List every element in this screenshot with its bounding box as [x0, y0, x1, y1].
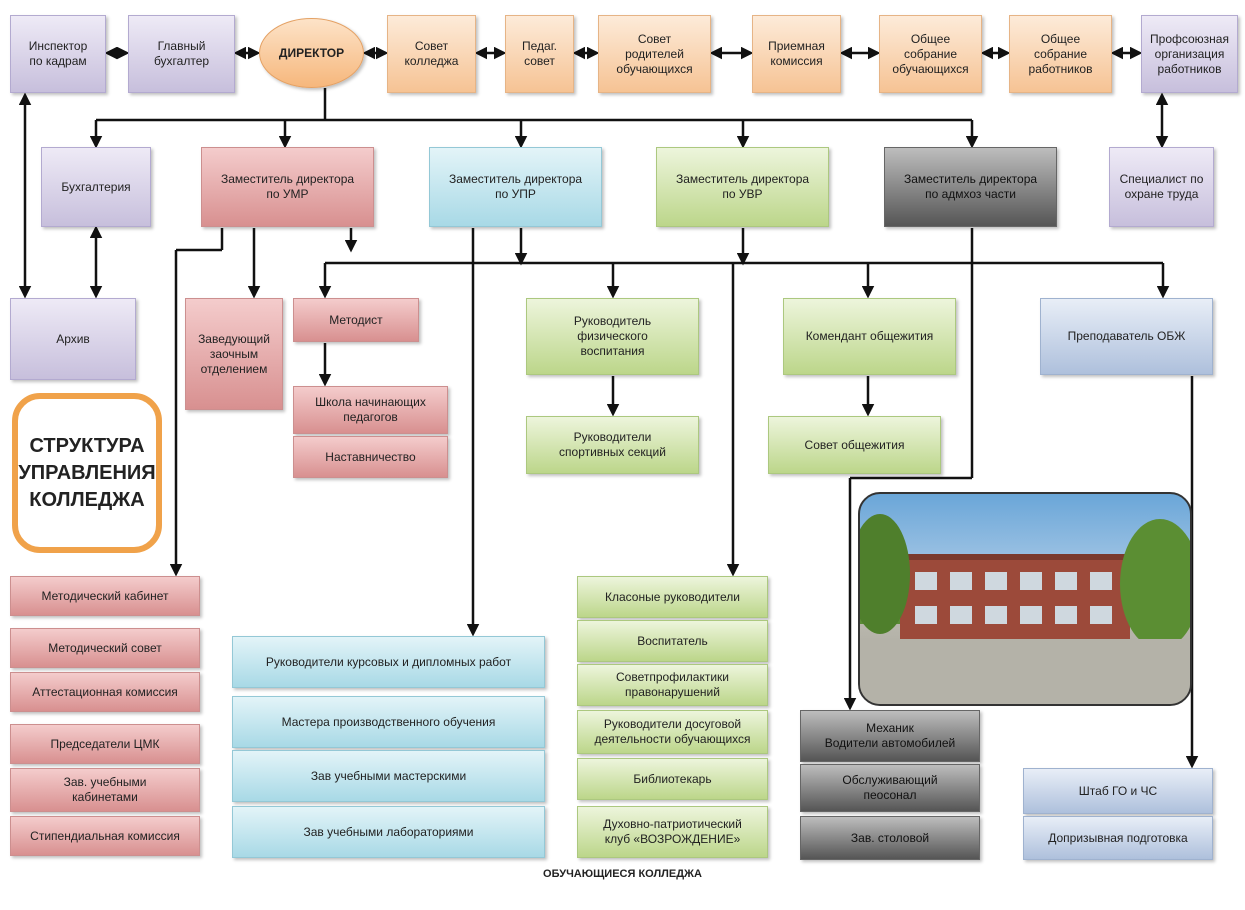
admission-committee-box: Приемная комиссия: [752, 15, 841, 93]
school-teachers-box: Школа начинающих педагогов: [293, 386, 448, 434]
director-node: ДИРЕКТОР: [259, 18, 364, 88]
college-council-box: Совет колледжа: [387, 15, 476, 93]
umr-list-item: Стипендиальная комиссия: [10, 816, 200, 856]
admin-list-item: Механик Водители автомобилей: [800, 710, 980, 762]
pe-head-box: Руководитель физического воспитания: [526, 298, 699, 375]
umr-list-item: Председатели ЦМК: [10, 724, 200, 764]
umr-list-item: Методический совет: [10, 628, 200, 668]
uvr-list-item: Библиотекарь: [577, 758, 768, 800]
umr-list-item: Зав. учебными кабинетами: [10, 768, 200, 812]
deputy-uvr-box: Заместитель директора по УВР: [656, 147, 829, 227]
archive-box: Архив: [10, 298, 136, 380]
upr-list-item: Зав учебными мастерскими: [232, 750, 545, 802]
obzh-list-item: Допризывная подготовка: [1023, 816, 1213, 860]
umr-list-item: Методический кабинет: [10, 576, 200, 616]
obzh-list-item: Штаб ГО и ЧС: [1023, 768, 1213, 814]
uvr-list-item: Советпрофилактики правонарушений: [577, 664, 768, 706]
uvr-list-item: Духовно-патриотический клуб «ВОЗРОЖДЕНИЕ…: [577, 806, 768, 858]
footer-caption: ОБУЧАЮЩИЕСЯ КОЛЛЕДЖА: [543, 868, 702, 880]
accounting-box: Бухгалтерия: [41, 147, 151, 227]
upr-list-item: Мастера производственного обучения: [232, 696, 545, 748]
admin-list-item: Зав. столовой: [800, 816, 980, 860]
admin-list-item: Обслуживающий пеосонал: [800, 764, 980, 812]
deputy-umr-box: Заместитель директора по УМР: [201, 147, 374, 227]
uvr-list-item: Руководители досуговой деятельности обуч…: [577, 710, 768, 754]
students-meeting-box: Общее собрание обучающихся: [879, 15, 982, 93]
building-illustration: [860, 514, 1190, 704]
upr-list-item: Зав учебными лабораториями: [232, 806, 545, 858]
sport-heads-box: Руководители спортивных секций: [526, 416, 699, 474]
college-building-photo: [858, 492, 1192, 706]
mentoring-box: Наставничество: [293, 436, 448, 478]
title-block: СТРУКТУРА УПРАВЛЕНИЯ КОЛЛЕДЖА: [12, 393, 162, 553]
workers-meeting-box: Общее собрание работников: [1009, 15, 1112, 93]
umr-list-item: Аттестационная комиссия: [10, 672, 200, 712]
ped-council-box: Педаг. совет: [505, 15, 574, 93]
deputy-admin-box: Заместитель директора по адмхоз части: [884, 147, 1057, 227]
upr-list-item: Руководители курсовых и дипломных работ: [232, 636, 545, 688]
inspector-box: Инспектор по кадрам: [10, 15, 106, 93]
trade-union-box: Профсоюзная организация работников: [1141, 15, 1238, 93]
dorm-commandant-box: Комендант общежития: [783, 298, 956, 375]
methodist-box: Методист: [293, 298, 419, 342]
dorm-council-box: Совет общежития: [768, 416, 941, 474]
parents-council-box: Совет родителей обучающихся: [598, 15, 711, 93]
obzh-teacher-box: Преподаватель ОБЖ: [1040, 298, 1213, 375]
deputy-upr-box: Заместитель директора по УПР: [429, 147, 602, 227]
correspondence-head-box: Заведующий заочным отделением: [185, 298, 283, 410]
uvr-list-item: Класоные руководители: [577, 576, 768, 618]
chief-accountant-box: Главный бухгалтер: [128, 15, 235, 93]
uvr-list-item: Воспитатель: [577, 620, 768, 662]
safety-specialist-box: Специалист по охране труда: [1109, 147, 1214, 227]
